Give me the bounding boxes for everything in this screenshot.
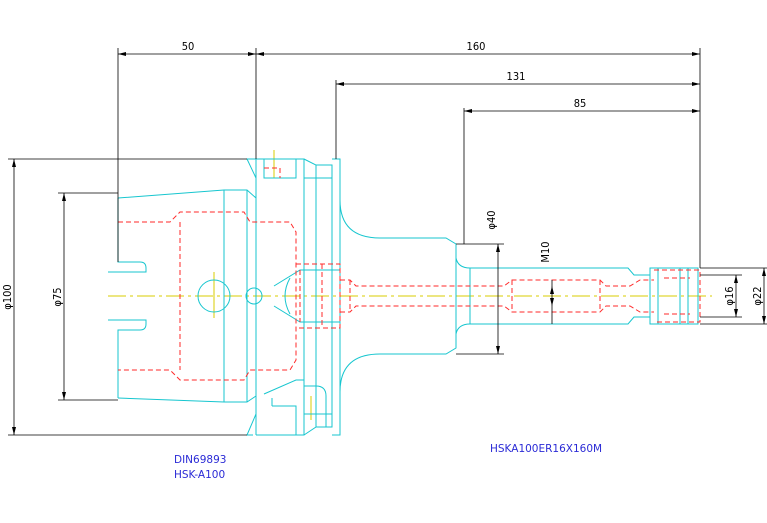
dim-flange-length: 50 (182, 40, 195, 53)
standard-label: DIN69893 (174, 454, 227, 466)
dimension-lines (8, 48, 767, 436)
tool-outline (108, 158, 699, 436)
dim-length-85: 85 (574, 97, 587, 110)
dim-overall-length: 160 (467, 40, 486, 53)
part-code-label: HSKA100ER16X160M (490, 443, 603, 455)
dim-diameter-22: φ22 (751, 286, 764, 305)
dimension-arrows (12, 52, 766, 435)
dim-diameter-16: φ16 (723, 286, 736, 305)
dim-diameter-75: φ75 (51, 287, 64, 306)
hidden-lines (118, 167, 701, 381)
interface-label: HSK-A100 (174, 469, 226, 481)
dim-diameter-40: φ40 (485, 210, 498, 229)
dim-thread-m10: M10 (539, 241, 552, 262)
dim-diameter-100: φ100 (1, 284, 14, 309)
dim-length-131: 131 (507, 70, 526, 83)
